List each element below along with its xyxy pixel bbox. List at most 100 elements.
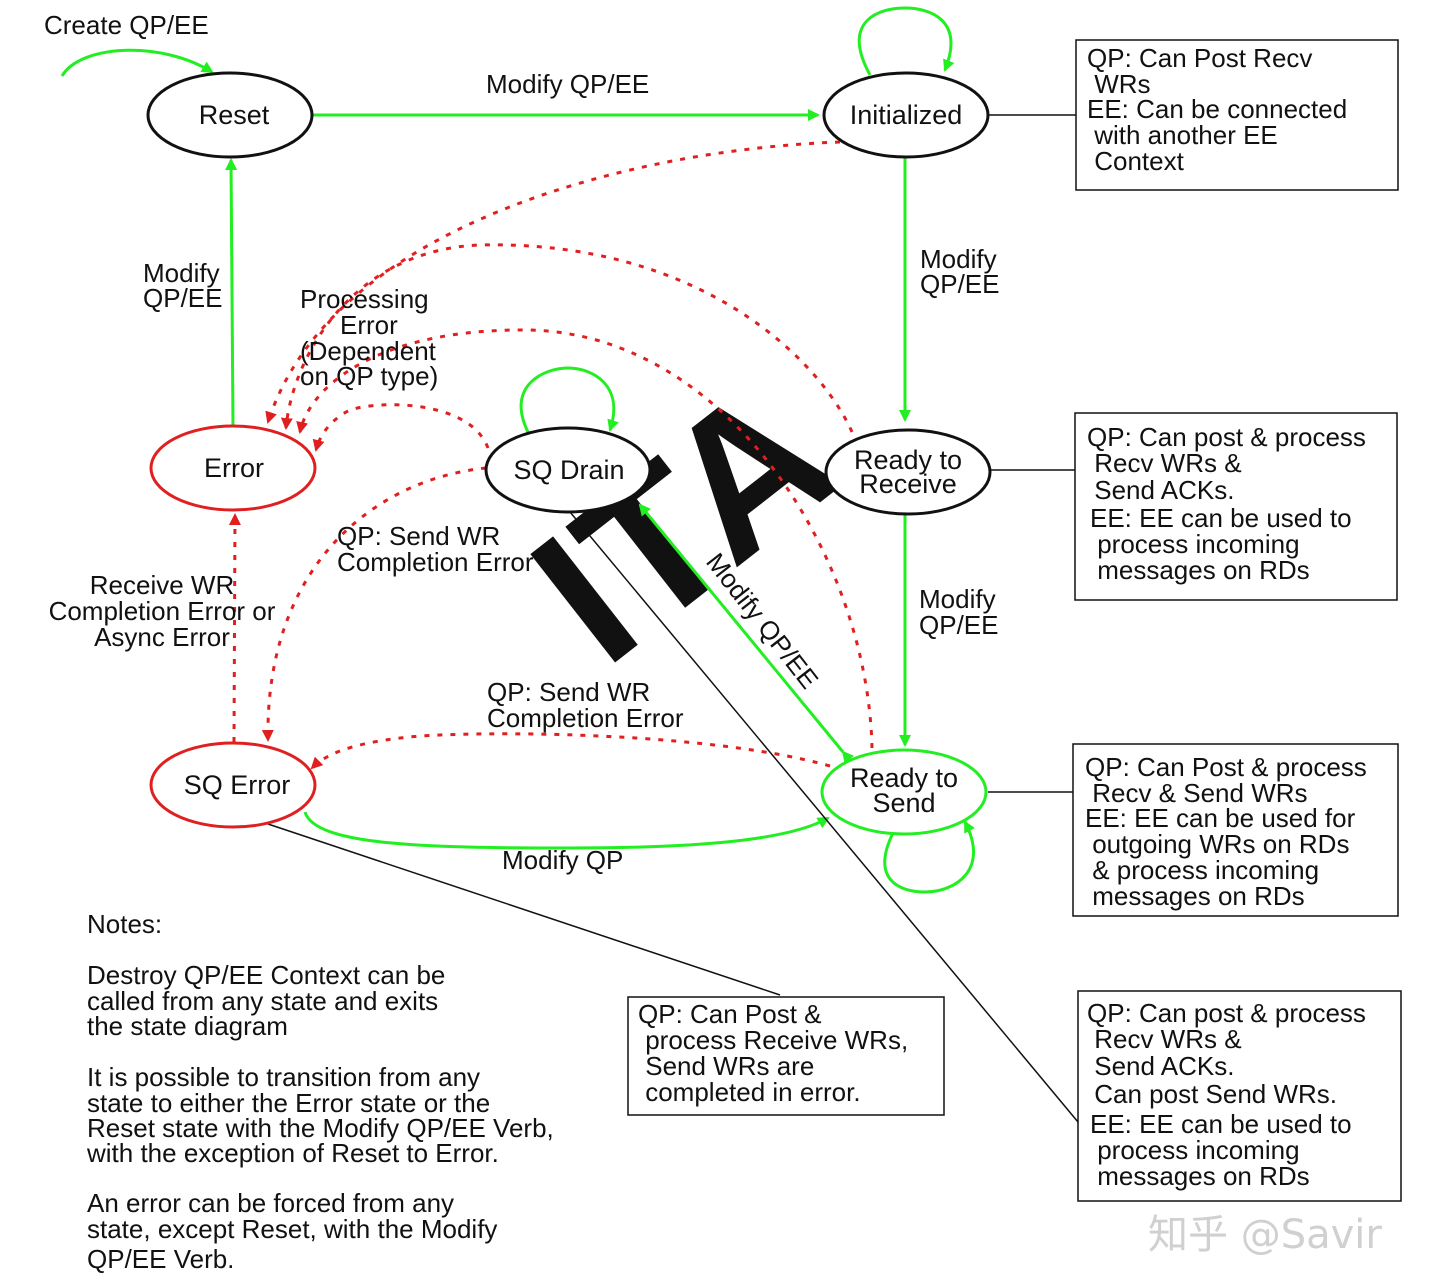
svg-text:outgoing WRs on RDs: outgoing WRs on RDs (1085, 829, 1349, 859)
rts-to-sq-error-arrow (310, 732, 831, 770)
sq-drain-to-sq-error-arrow (261, 466, 487, 742)
state-reset[interactable]: Reset (146, 71, 314, 159)
state-sq-drain[interactable]: SQ Drain (484, 426, 652, 514)
notes: Notes: Destroy QP/EE Context can be call… (86, 909, 554, 1274)
svg-text:Completion Error: Completion Error (337, 547, 534, 577)
svg-text:QP: Can Post Recv: QP: Can Post Recv (1087, 43, 1312, 73)
svg-text:Recv WRs &: Recv WRs & (1087, 1024, 1242, 1054)
svg-text:Receive WR: Receive WR (90, 570, 234, 600)
init-to-rtr-label-2: QP/EE (920, 269, 999, 299)
create-label: Create QP/EE (44, 10, 209, 40)
processing-error-label: Processing Error (Dependent on QP type) (300, 284, 438, 391)
state-reset-label: Reset (199, 100, 270, 130)
notes-heading: Notes: (87, 909, 162, 939)
svg-text:(Dependent: (Dependent (300, 336, 437, 366)
reset-to-initialized-label: Modify QP/EE (486, 69, 649, 99)
rtr-to-rts-label-1: Modify (919, 584, 996, 614)
state-rts-label-1: Ready to (850, 763, 958, 793)
sq-drain-to-error-arrow (312, 403, 490, 452)
svg-text:Send ACKs.: Send ACKs. (1087, 1051, 1234, 1081)
sq-error-to-error-arrow (228, 513, 241, 743)
svg-text:Async Error: Async Error (94, 622, 230, 652)
state-error-label: Error (204, 453, 264, 483)
svg-text:state, except Reset, with the: state, except Reset, with the Modify (87, 1214, 497, 1244)
sq-error-to-rts-arrow (303, 811, 830, 850)
svg-text:state to either the Error stat: state to either the Error state or the (87, 1088, 490, 1118)
svg-text:completed in error.: completed in error. (638, 1077, 861, 1107)
svg-text:Send WRs are: Send WRs are (638, 1051, 814, 1081)
state-rtr-label-1: Ready to (854, 445, 962, 475)
sq-error-to-rts-label: Modify QP (502, 845, 623, 875)
recv-error-label: Receive WR Completion Error or Async Err… (49, 570, 276, 652)
svg-text:QP: Can post & process: QP: Can post & process (1087, 998, 1366, 1028)
state-ready-to-send[interactable]: Ready to Send (820, 748, 988, 836)
svg-text:QP: Send WR: QP: Send WR (487, 677, 650, 707)
sqd-send-error-label: QP: Send WR Completion Error (337, 521, 534, 577)
svg-text:messages on RDs: messages on RDs (1090, 555, 1310, 585)
svg-text:& process incoming: & process incoming (1085, 855, 1319, 885)
state-sq-error-label: SQ Error (184, 770, 291, 800)
state-initialized-label: Initialized (850, 100, 963, 130)
svg-text:Reset state with the Modify QP: Reset state with the Modify QP/EE Verb, (87, 1113, 554, 1143)
svg-text:QP: Can post & process: QP: Can post & process (1087, 422, 1366, 452)
box-ready-to-receive: QP: Can post & process Recv WRs & Send A… (1074, 412, 1398, 601)
svg-text:EE: Can be connected: EE: Can be connected (1087, 94, 1347, 124)
svg-text:Destroy QP/EE Context can be: Destroy QP/EE Context can be (87, 960, 445, 990)
error-to-reset-label-1: Modify (143, 258, 220, 288)
watermark: 知乎 @Savir (1148, 1212, 1382, 1258)
state-error[interactable]: Error (149, 424, 317, 512)
init-to-rtr-label-1: Modify (920, 244, 997, 274)
svg-text:QP: Send WR: QP: Send WR (337, 521, 500, 551)
svg-text:It is possible to transition f: It is possible to transition from any (87, 1062, 480, 1092)
svg-text:process Receive WRs,: process Receive WRs, (638, 1025, 908, 1055)
svg-text:QP: Can Post &: QP: Can Post & (638, 999, 822, 1029)
sq-error-box-connector (267, 823, 781, 996)
svg-text:messages on RDs: messages on RDs (1090, 1161, 1310, 1191)
svg-text:with the exception of Reset to: with the exception of Reset to Error. (86, 1138, 499, 1168)
svg-text:Send ACKs.: Send ACKs. (1087, 475, 1234, 505)
state-ready-to-receive[interactable]: Ready to Receive (824, 428, 992, 516)
rts-self-loop (883, 820, 976, 894)
state-initialized[interactable]: Initialized (822, 71, 990, 159)
box-sq-drain: QP: Can post & process Recv WRs & Send A… (1077, 990, 1402, 1202)
box-ready-to-send: QP: Can Post & process Recv & Send WRs E… (1072, 743, 1399, 917)
sq-drain-box-connector (569, 511, 1079, 1123)
sq-drain-self-loop (519, 366, 619, 433)
create-arrow (60, 48, 214, 77)
svg-text:the state diagram: the state diagram (87, 1011, 288, 1041)
state-rtr-label-2: Receive (859, 469, 957, 499)
rtr-to-rts-label-2: QP/EE (919, 610, 998, 640)
rts-send-error-label: QP: Send WR Completion Error (487, 677, 684, 733)
svg-text:with another EE: with another EE (1087, 120, 1278, 150)
rts-sqd-arrow (638, 503, 854, 764)
svg-text:Recv & Send WRs: Recv & Send WRs (1085, 778, 1308, 808)
state-sq-error[interactable]: SQ Error (149, 741, 317, 829)
svg-text:called from any state and exit: called from any state and exits (87, 986, 438, 1016)
error-to-reset-arrow (225, 158, 238, 426)
svg-text:WRs: WRs (1087, 69, 1151, 99)
svg-text:Processing: Processing (300, 284, 429, 314)
svg-text:on QP type): on QP type) (300, 361, 438, 391)
state-rts-label-2: Send (872, 788, 935, 818)
svg-text:An error can be forced from an: An error can be forced from any (87, 1188, 454, 1218)
svg-text:Context: Context (1087, 146, 1185, 176)
box-initialized: QP: Can Post Recv WRs EE: Can be connect… (1075, 39, 1399, 191)
svg-text:EE: EE can be used to: EE: EE can be used to (1090, 503, 1352, 533)
svg-text:process incoming: process incoming (1090, 1135, 1300, 1165)
initialized-self-loop (857, 6, 955, 76)
initialized-to-error-arrow (265, 140, 841, 424)
state-sq-drain-label: SQ Drain (513, 455, 624, 485)
error-to-reset-label-2: QP/EE (143, 283, 222, 313)
svg-text:QP: Can Post & process: QP: Can Post & process (1085, 752, 1367, 782)
svg-text:EE: EE can be used for: EE: EE can be used for (1085, 803, 1356, 833)
svg-text:Recv WRs &: Recv WRs & (1087, 448, 1242, 478)
svg-text:Can post Send WRs.: Can post Send WRs. (1087, 1079, 1337, 1109)
background-watermark: ITA (494, 340, 873, 705)
svg-text:QP/EE Verb.: QP/EE Verb. (87, 1244, 234, 1274)
box-sq-error: QP: Can Post & process Receive WRs, Send… (627, 996, 945, 1116)
svg-text:Completion Error or: Completion Error or (49, 596, 276, 626)
svg-text:process incoming: process incoming (1090, 529, 1300, 559)
svg-text:Completion Error: Completion Error (487, 703, 684, 733)
svg-text:EE: EE can be used to: EE: EE can be used to (1090, 1109, 1352, 1139)
